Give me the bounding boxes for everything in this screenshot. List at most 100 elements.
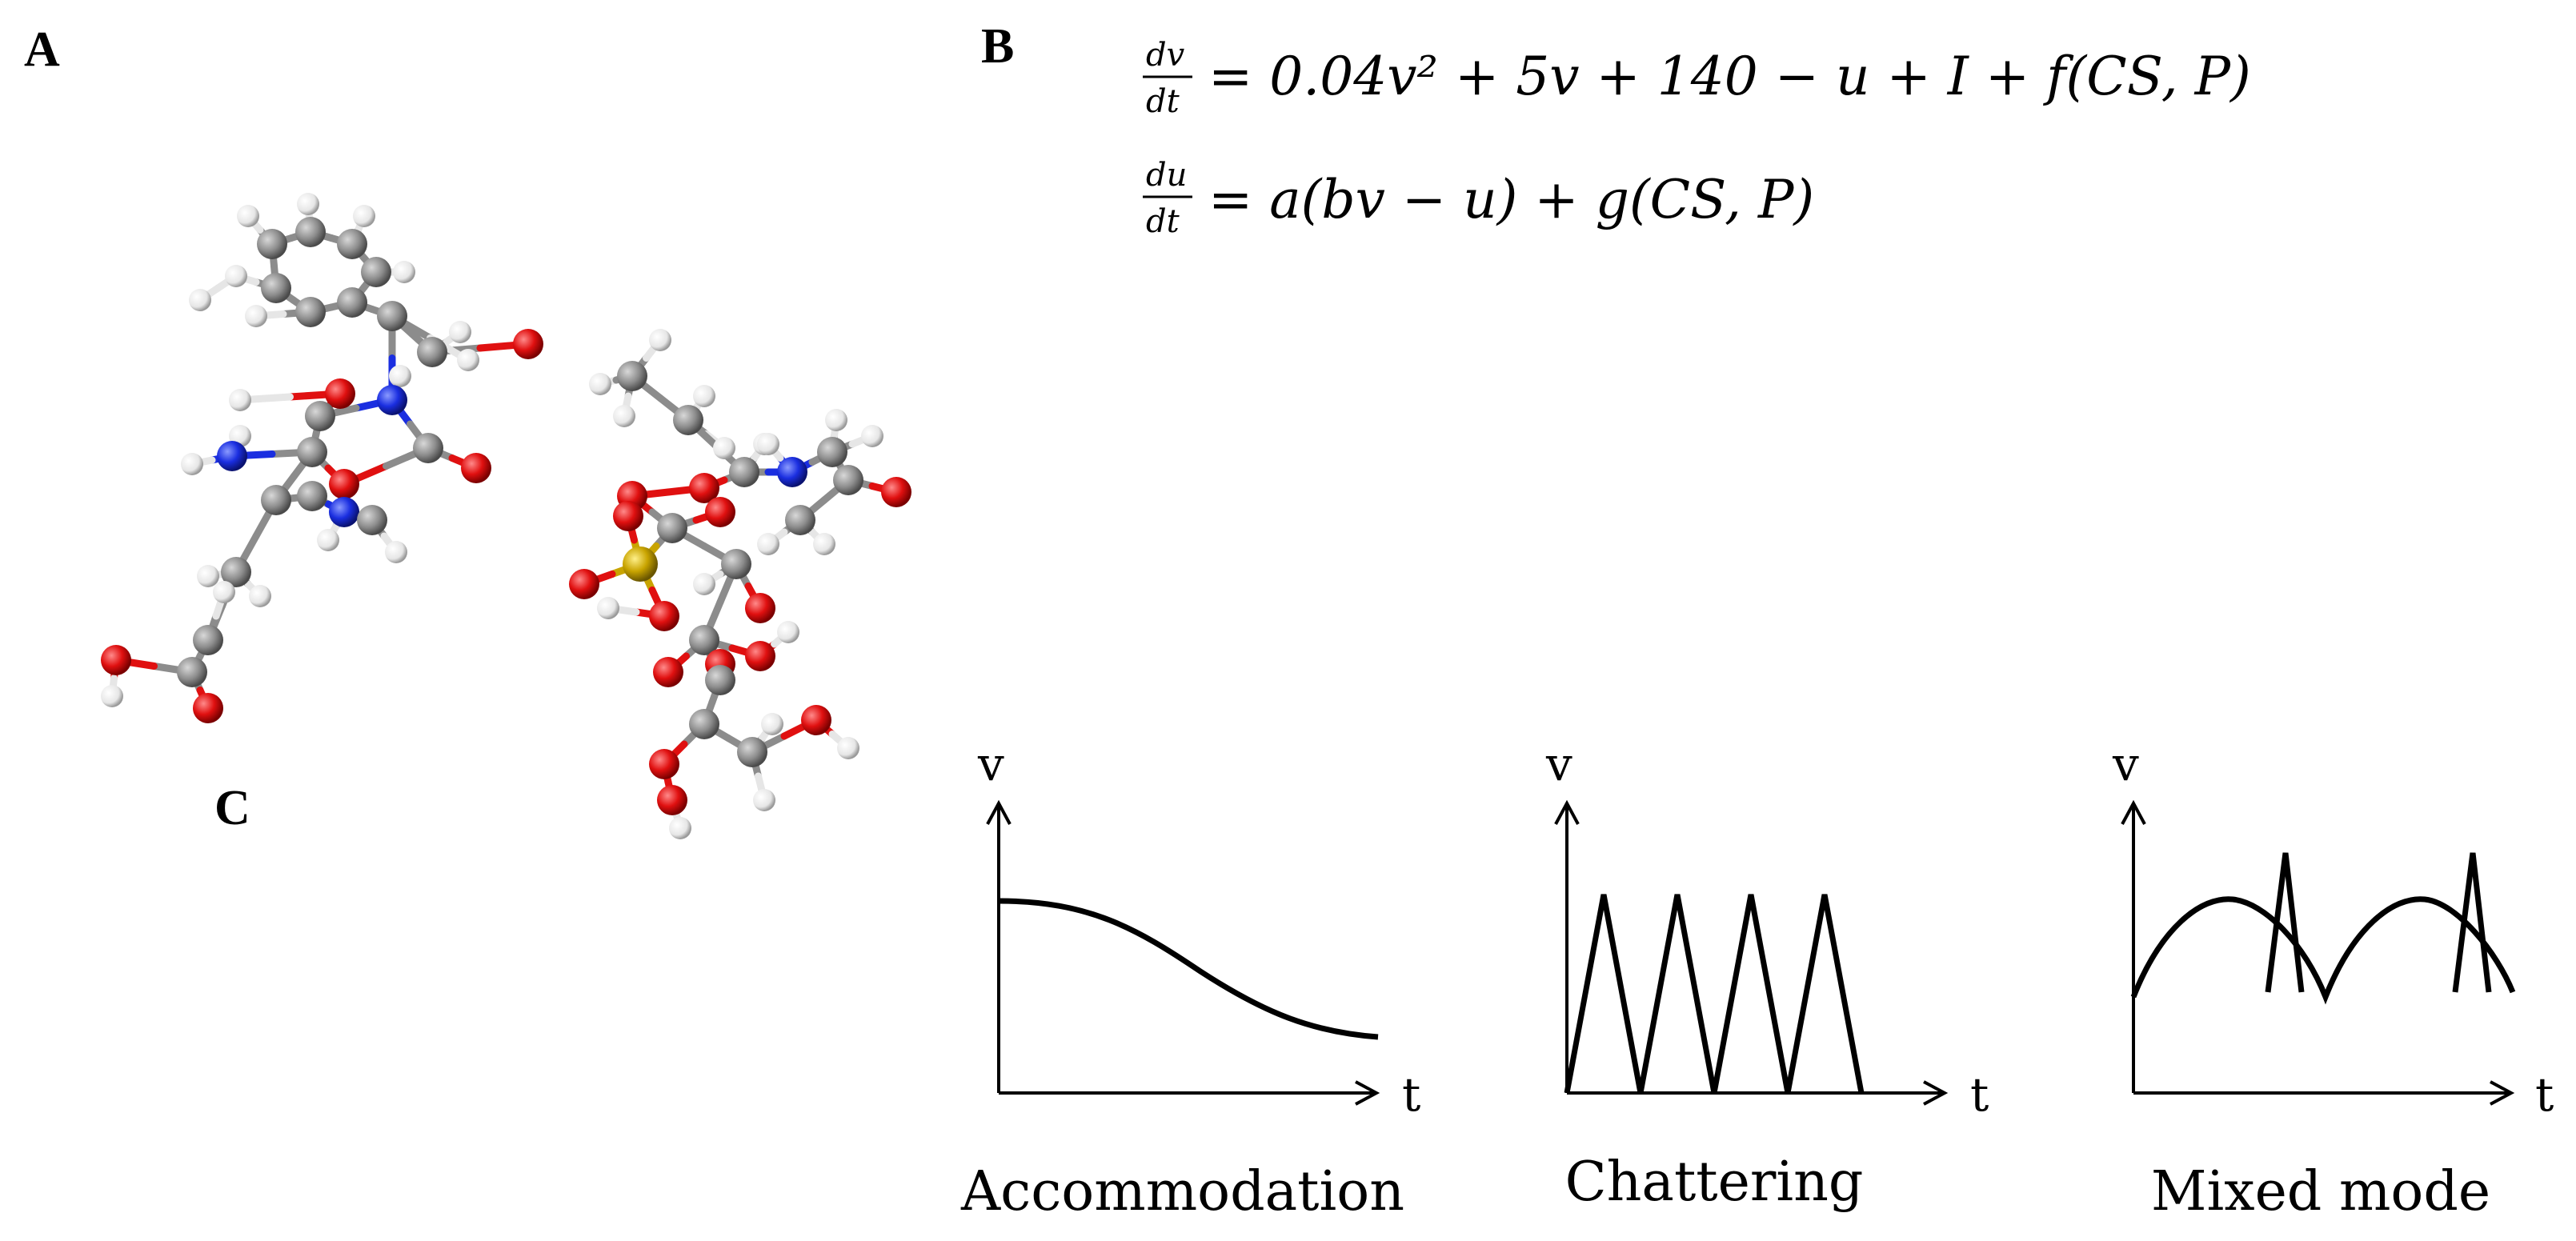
hydrogen-atom (449, 321, 471, 343)
plot-2-xlabel: t (1970, 1067, 1989, 1122)
oxygen-atom (649, 749, 679, 779)
hydrogen-atom (385, 541, 407, 563)
plot-3-caption: Mixed mode (2151, 1160, 2490, 1223)
oxygen-atom (329, 469, 359, 499)
nitrogen-atom (329, 497, 359, 527)
oxygen-atom (745, 593, 775, 623)
plot-2-caption: Chattering (1565, 1151, 1864, 1214)
carbon-atom (257, 229, 287, 259)
hydrogen-atom (245, 305, 267, 327)
carbon-atom (295, 297, 326, 327)
hydrogen-atom (777, 621, 799, 643)
oxygen-atom (461, 453, 491, 483)
carbon-atom (297, 437, 327, 467)
eq2-denominator: dt (1146, 203, 1180, 240)
mixed-mode-spike-1 (2265, 852, 2305, 993)
hydrogen-atom (317, 529, 339, 551)
carbon-atom (295, 217, 326, 247)
hydrogen-atom (597, 597, 619, 619)
hydrogen-atom (649, 329, 671, 351)
hydrogen-atom (197, 565, 219, 587)
carbon-atom (785, 505, 815, 535)
nitrogen-atom (777, 457, 807, 487)
carbon-atom (297, 481, 327, 511)
hydrogen-atom (237, 205, 259, 227)
carbon-atom (377, 301, 407, 331)
hydrogen-atom (813, 533, 835, 555)
oxygen-atom (613, 501, 643, 531)
equation-dv-dt: dv dt = 0.04v² + 5v + 140 − u + I + f(CS… (1143, 37, 2251, 120)
hydrogen-atom (457, 349, 479, 371)
accommodation-trace (998, 898, 1379, 1040)
hydrogen-atom (389, 365, 411, 387)
molecule-bonds (108, 200, 900, 832)
plot-3-xlabel: t (2535, 1067, 2554, 1122)
carbon-atom (261, 485, 291, 515)
mixed-mode-spike-2 (2452, 852, 2492, 993)
carbon-atom (261, 273, 291, 303)
carbon-atom (729, 457, 759, 487)
oxygen-atom (689, 473, 719, 503)
chattering-trace (1564, 894, 1865, 1094)
molecule-atoms (101, 193, 911, 839)
oxygen-atom (745, 641, 775, 671)
plot-1-caption: Accommodation (960, 1160, 1404, 1223)
hydrogen-atom (353, 205, 375, 227)
eq2-numerator: du (1146, 157, 1187, 194)
oxygen-atom (705, 497, 735, 527)
hydrogen-atom (693, 385, 715, 407)
carbon-atom (737, 737, 767, 767)
carbon-atom (657, 513, 687, 543)
hydrogen-atom (249, 585, 271, 607)
hydrogen-atom (825, 409, 847, 431)
hydrogen-atom (297, 193, 319, 215)
oxygen-atom (513, 329, 543, 359)
plot-1-ylabel: v (977, 737, 1004, 791)
carbon-atom (673, 405, 703, 435)
hydrogen-atom (189, 289, 211, 311)
plot-1-xlabel: t (1402, 1067, 1420, 1122)
hydrogen-atom (669, 817, 691, 839)
eq1-numerator: dv (1146, 37, 1185, 74)
hydrogen-atom (761, 713, 783, 735)
equation-du-dt: du dt = a(bv − u) + g(CS, P) (1143, 157, 1814, 240)
carbon-atom (337, 229, 367, 259)
hydrogen-atom (861, 425, 883, 447)
carbon-atom (705, 665, 735, 695)
panel-label-c: C (214, 781, 250, 835)
hydrogen-atom (589, 373, 611, 395)
hydrogen-atom (213, 581, 235, 603)
oxygen-atom (653, 657, 683, 687)
carbon-atom (221, 557, 251, 587)
oxygen-atom (657, 785, 687, 815)
oxygen-atom (101, 645, 131, 675)
oxygen-atom (801, 705, 831, 735)
oxygen-atom (569, 569, 599, 599)
hydrogen-atom (757, 433, 779, 455)
hydrogen-atom (753, 789, 775, 811)
molecule-ball-and-stick (101, 193, 911, 839)
carbon-atom (361, 257, 391, 287)
hydrogen-atom (393, 261, 415, 283)
carbon-atom (177, 657, 207, 687)
carbon-atom (721, 549, 751, 579)
carbon-atom (833, 465, 863, 495)
carbon-atom (689, 709, 719, 739)
oxygen-atom (881, 477, 911, 507)
hydrogen-atom (837, 737, 859, 759)
panel-label-a: A (24, 22, 60, 77)
carbon-atom (417, 337, 447, 367)
carbon-atom (357, 505, 387, 535)
eq1-denominator: dt (1146, 83, 1180, 120)
oxygen-atom (193, 693, 223, 723)
carbon-atom (689, 625, 719, 655)
hydrogen-atom (181, 453, 203, 475)
hydrogen-atom (101, 685, 123, 707)
plot-mixed-mode: v t Mixed mode (2112, 737, 2554, 1223)
carbon-atom (337, 287, 367, 318)
carbon-atom (413, 433, 443, 463)
carbon-atom (305, 401, 335, 431)
carbon-atom (617, 361, 647, 391)
carbon-atom (817, 437, 847, 467)
